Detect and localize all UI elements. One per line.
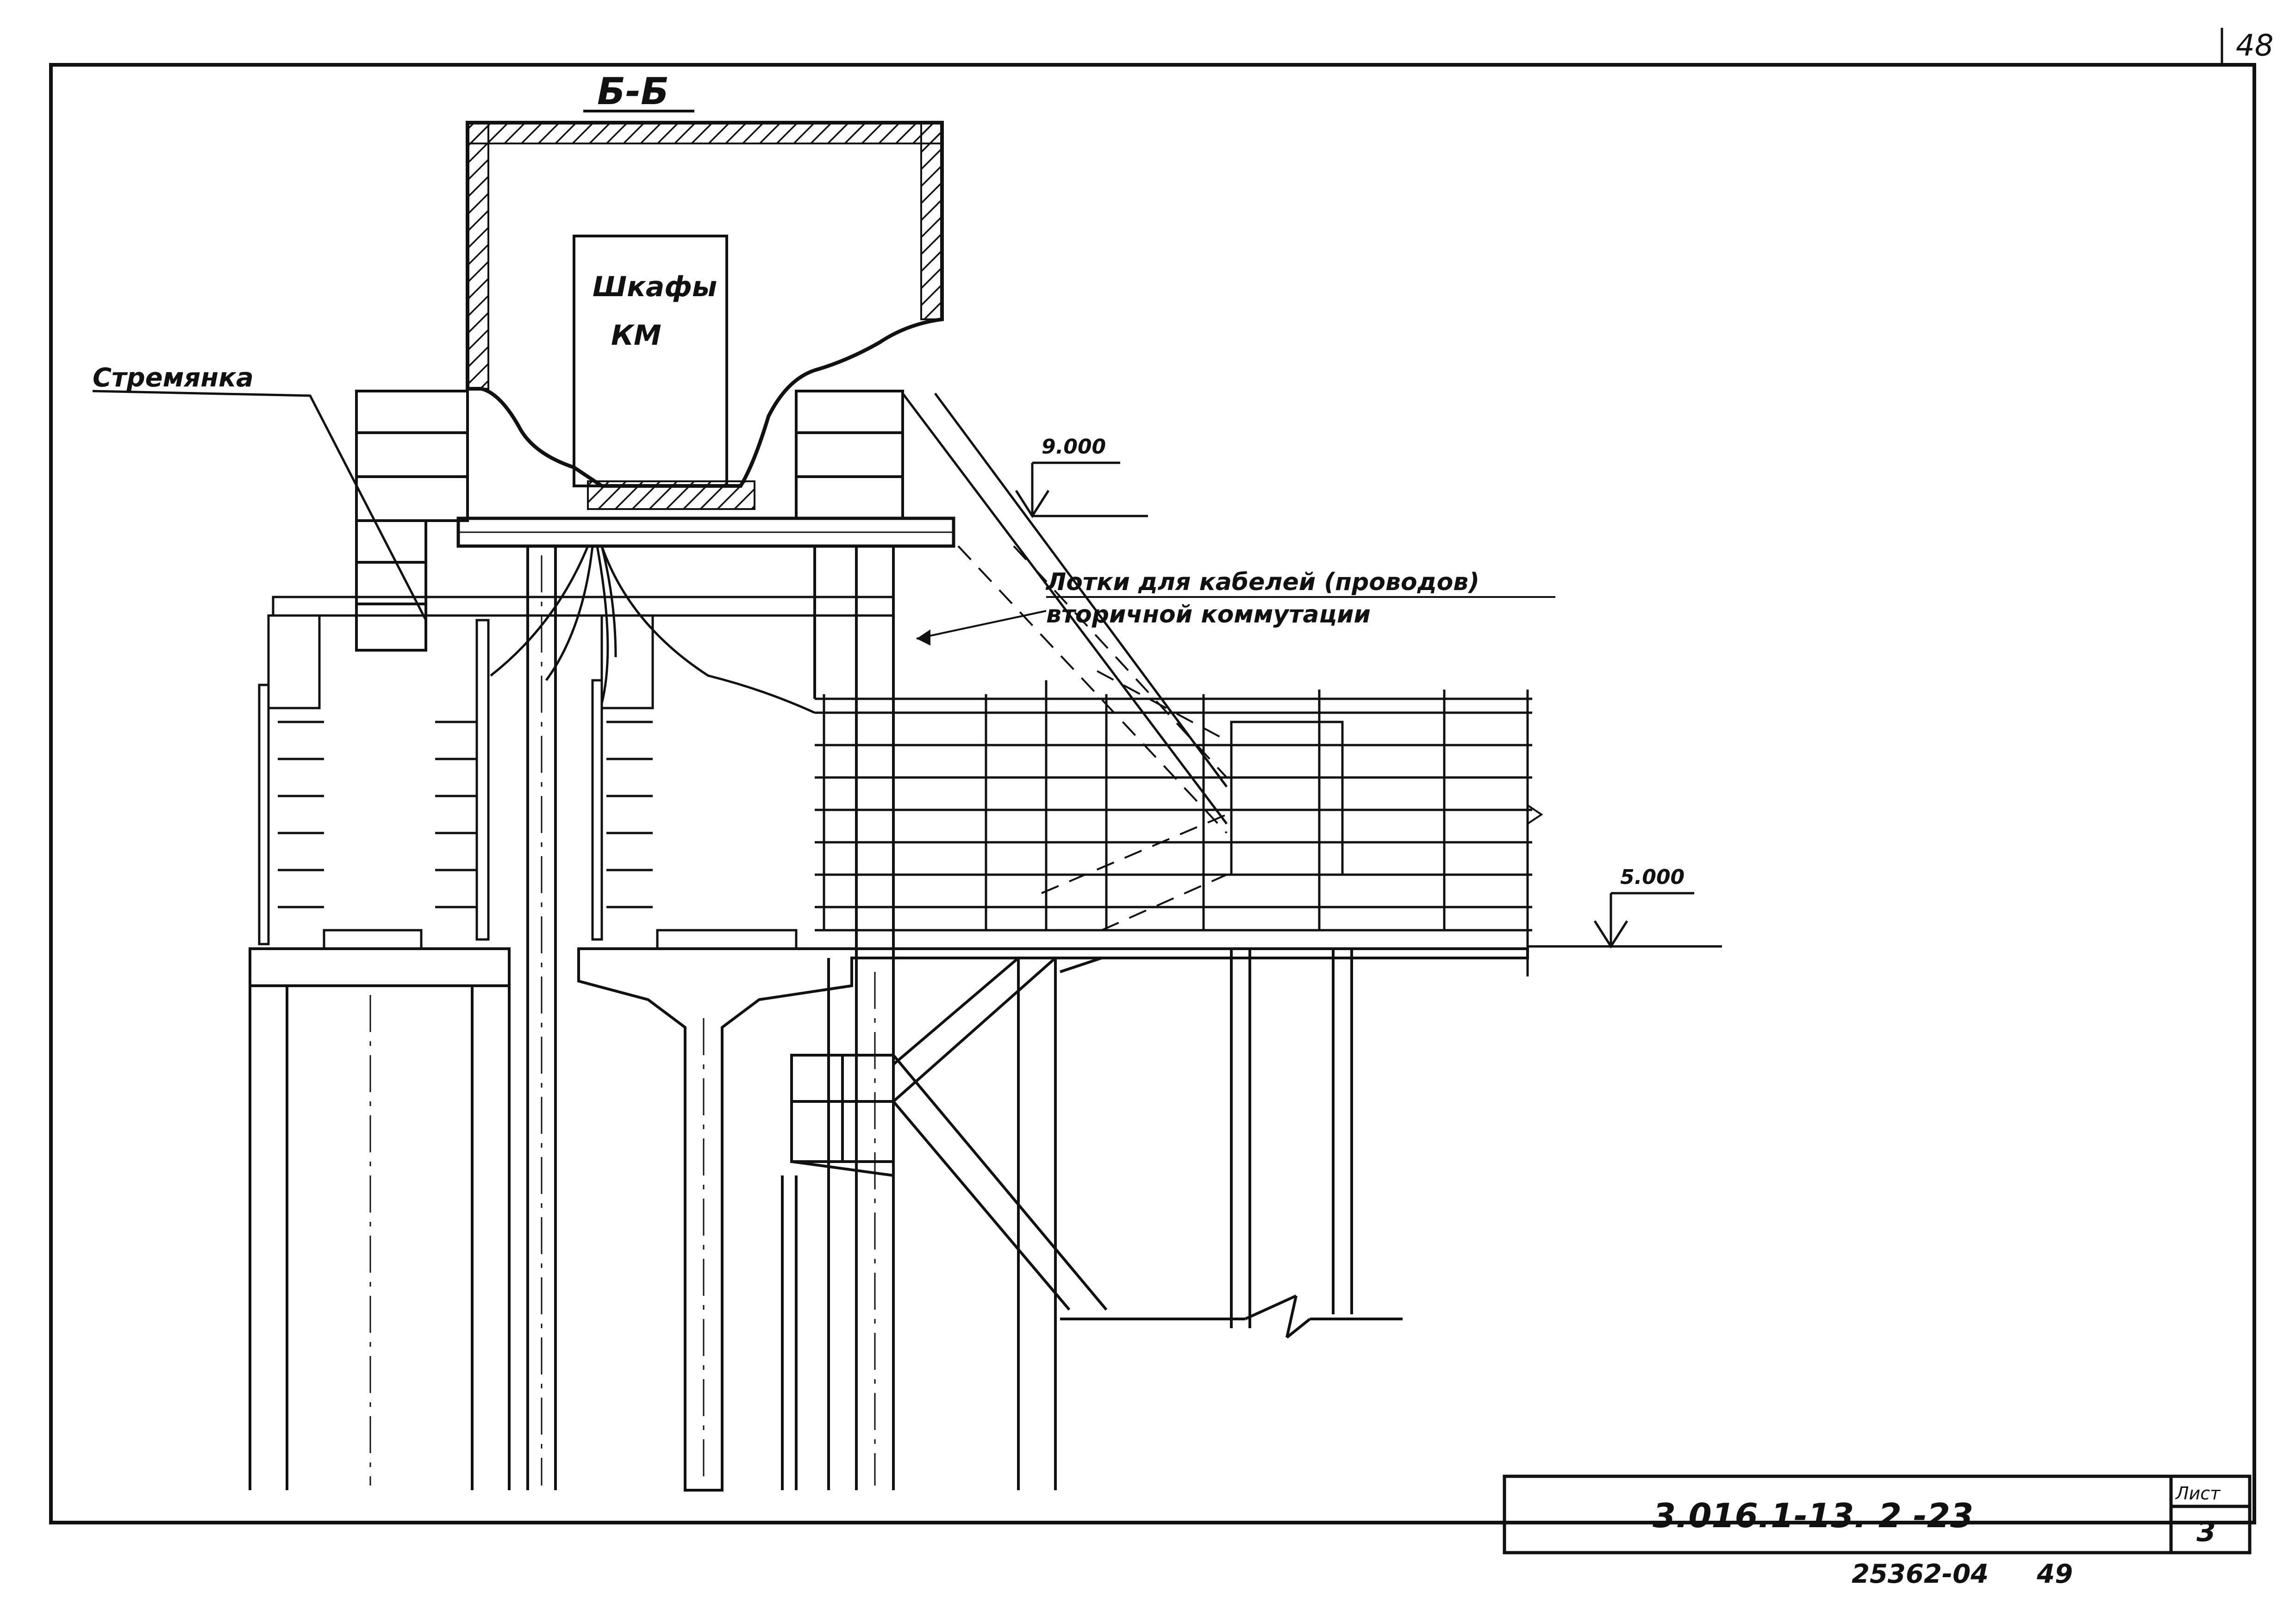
drawing-frame: [49, 63, 2256, 1524]
title-block: [1503, 1474, 2252, 1555]
section-title: Б-Б: [597, 70, 669, 113]
left-cable-shelves: [258, 614, 798, 950]
tray-leader: [916, 610, 1047, 640]
center-lines: [369, 555, 876, 1486]
stair-upper: [902, 392, 1228, 825]
cabinet-room: [466, 121, 944, 510]
document-code: 3.016.1-13. 2 -23: [1653, 1496, 1973, 1535]
cabinet-label-line2: КМ: [611, 319, 661, 352]
elevation-mark-bottom: [1528, 892, 1722, 949]
sheet-header: Лист: [2175, 1483, 2221, 1504]
cabinet-label-line1: Шкафы: [593, 271, 717, 303]
cabinet-km: [573, 235, 728, 487]
stair-lower: [781, 957, 1403, 1490]
sheet-number: 3: [2196, 1516, 2216, 1548]
tray-leader-arrow: [917, 629, 930, 646]
elevation-bottom-value: 5.000: [1620, 865, 1685, 889]
ladder-label: Стремянка: [93, 363, 254, 393]
upper-platform: [456, 516, 955, 548]
archive-number: 25362-04: [1852, 1559, 1989, 1589]
cable-route-dashed: [957, 545, 1228, 931]
lower-floor-slab: [249, 947, 1529, 1492]
tray-label-line2: вторичной коммутации: [1046, 601, 1371, 628]
columns: [249, 546, 1353, 1490]
support-blocks: [355, 390, 904, 652]
ladder-leader: [92, 390, 427, 621]
tray-label-line1: Лотки для кабелей (проводов): [1045, 568, 1479, 596]
footer-page: 49: [2036, 1559, 2073, 1589]
page-number: 48: [2236, 29, 2273, 63]
elevation-top-value: 9.000: [1042, 435, 1106, 459]
elevation-mark-top: [1015, 461, 1148, 518]
